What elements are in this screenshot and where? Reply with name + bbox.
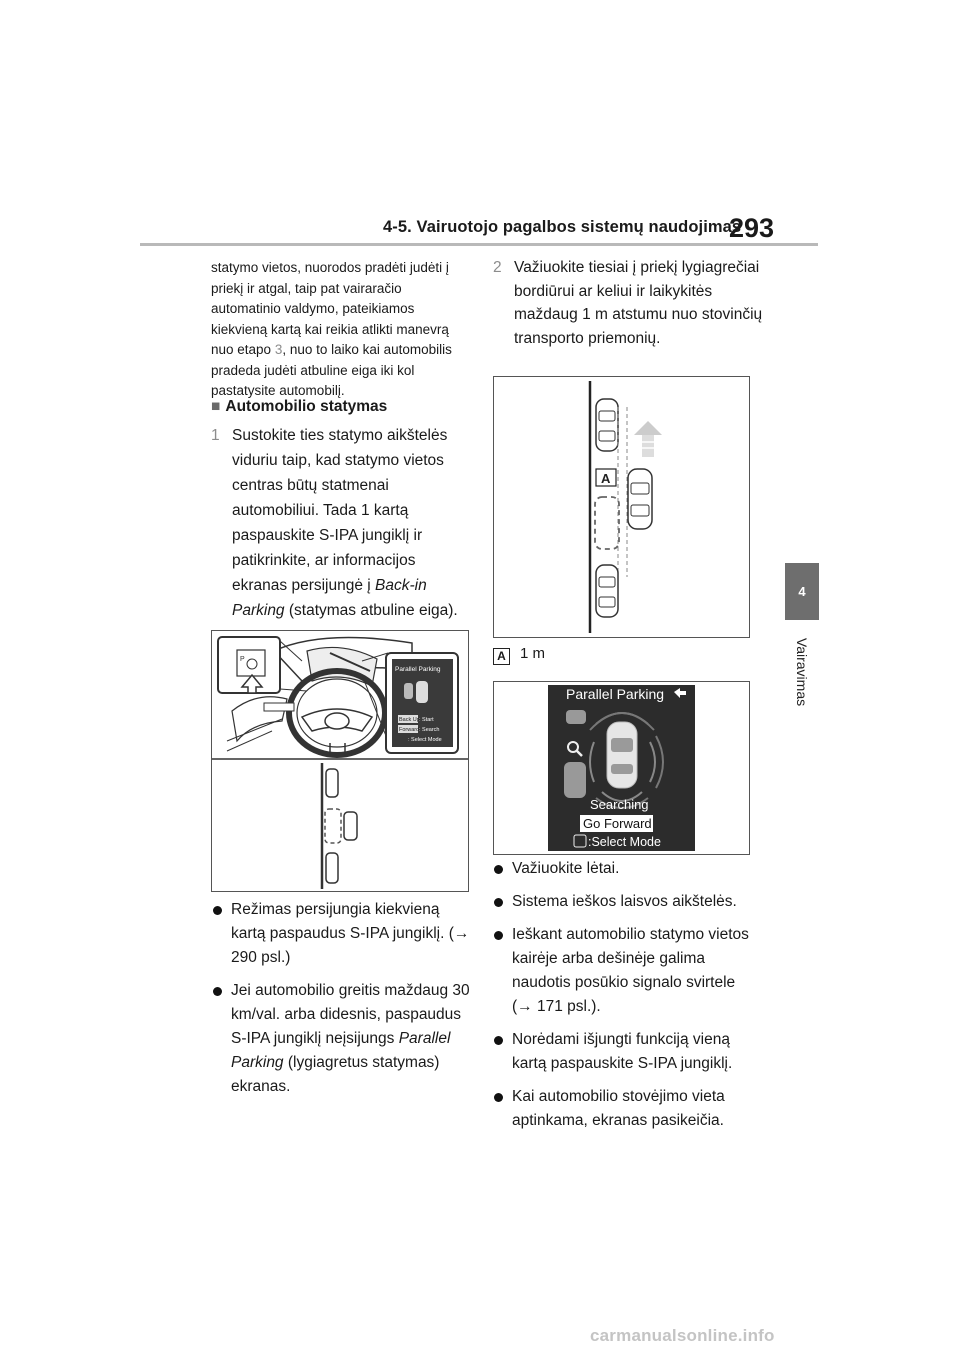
fig1-line2-text: : Search xyxy=(419,727,439,733)
right-bullet-list: Važiuokite lėtai. Sistema ieškos laisvos… xyxy=(493,857,755,1142)
chapter-tab-label-text: Vairavimas xyxy=(794,637,810,707)
fig1-line1-key: Back Up xyxy=(399,717,420,723)
header-divider xyxy=(140,243,818,246)
figure-searching-screen: Parallel Parking Searching Go Forward :S… xyxy=(493,681,750,855)
step-1-italic: Back-in Parking xyxy=(232,577,427,619)
fig2-label: A xyxy=(601,471,611,486)
bullet-text: Norėdami išjungti funkciją vieną kartą p… xyxy=(512,1031,733,1072)
fig1-line1-text: : Start xyxy=(419,717,434,723)
page-number: 293 xyxy=(729,213,775,243)
parallel-driving-illustration: A xyxy=(588,381,662,633)
bullet-dot xyxy=(213,987,222,996)
step-1: 1 Sustokite ties statymo aikštelės vidur… xyxy=(211,423,471,623)
dashboard-illustration: P Parallel Parking Back Up : Start Forwa… xyxy=(212,636,468,889)
step-1-text-after: (statymas atbuline eiga). xyxy=(284,602,458,619)
chapter-tab: 4 xyxy=(785,563,819,620)
bullet-text: Važiuokite lėtai. xyxy=(512,860,620,877)
bullet-item: Važiuokite lėtai. xyxy=(493,857,755,881)
bullet-item: Kai automobilio stovėjimo vieta aptinkam… xyxy=(493,1085,755,1133)
bullet-item: Ieškant automobilio statymo vietos kairė… xyxy=(493,923,755,1019)
step-1-text-before: Sustokite ties statymo aikštelės viduriu… xyxy=(232,427,448,594)
fig3-status: Searching xyxy=(590,797,649,812)
step-1-text: Sustokite ties statymo aikštelės viduriu… xyxy=(211,423,471,623)
step-2-number: 2 xyxy=(493,259,502,276)
legend-text: 1 m xyxy=(520,645,546,662)
bullet-dot xyxy=(494,898,503,907)
intro-text-after: , nuo to laiko kai automobilis pradeda j… xyxy=(211,342,452,398)
figure-dashboard-switch: P Parallel Parking Back Up : Start Forwa… xyxy=(211,630,469,892)
searching-screen-illustration: Parallel Parking Searching Go Forward :S… xyxy=(548,685,695,851)
fig1-line2-key: Forward xyxy=(399,727,419,733)
intro-text-before: statymo vietos, nuorodos pradėti judėti … xyxy=(211,260,449,357)
bullet-item: Jei automobilio greitis maždaug 30 km/va… xyxy=(212,979,474,1099)
intro-paragraph: statymo vietos, nuorodos pradėti judėti … xyxy=(211,258,473,402)
section-marker: ■ xyxy=(211,398,221,415)
bullet-text-before: Jei automobilio greitis maždaug 30 km/va… xyxy=(231,982,470,1047)
bullet-item: Norėdami išjungti funkciją vieną kartą p… xyxy=(493,1028,755,1076)
watermark-link[interactable]: carmanualsonline.info xyxy=(590,1326,775,1345)
bullet-item: Sistema ieškos laisvos aikštelės. xyxy=(493,890,755,914)
chapter-tab-label: Vairavimas xyxy=(780,632,824,712)
bullet-text: Sistema ieškos laisvos aikštelės. xyxy=(512,893,737,910)
figure-legend: A 1 m xyxy=(493,645,545,665)
bullet-dot xyxy=(494,1036,503,1045)
bullet-text: Kai automobilio stovėjimo vieta aptinkam… xyxy=(512,1088,725,1129)
section-title: Automobilio statymas xyxy=(225,398,388,415)
bullet-text-after: (lygiagretus statymas) ekranas. xyxy=(231,1054,440,1095)
bullet-text: Ieškant automobilio statymo vietos kairė… xyxy=(512,926,749,1015)
fig1-line3-text: : Select Mode xyxy=(408,737,442,743)
section-heading: ■Automobilio statymas xyxy=(211,398,387,416)
intro-step-ref: 3 xyxy=(274,342,283,357)
step-2-text: Važiuokite tiesiai į priekį lygiagrečiai… xyxy=(514,259,763,347)
bullet-italic: Parallel Parking xyxy=(231,1030,451,1071)
bullet-dot xyxy=(494,931,503,940)
legend-label: A xyxy=(493,648,510,665)
left-bullet-list: Režimas persijungia kiekvieną kartą pasp… xyxy=(212,898,474,1108)
section-header-title: 4-5. Vairuotojo pagalbos sistemų naudoji… xyxy=(383,218,742,236)
bullet-dot xyxy=(213,906,222,915)
fig1-screen-title: Parallel Parking xyxy=(395,666,441,673)
fig3-mode: :Select Mode xyxy=(588,835,661,849)
fig3-instruction: Go Forward xyxy=(583,816,652,831)
svg-text:P: P xyxy=(240,656,245,663)
step-2: 2 Važiuokite tiesiai į priekį lygiagreči… xyxy=(493,256,763,350)
bullet-text: Režimas persijungia kiekvieną kartą pasp… xyxy=(231,901,470,966)
step-1-number: 1 xyxy=(211,427,220,444)
figure-parallel-driving: A xyxy=(493,376,750,638)
bullet-item: Režimas persijungia kiekvieną kartą pasp… xyxy=(212,898,474,970)
bullet-dot xyxy=(494,865,503,874)
fig3-screen-title: Parallel Parking xyxy=(566,686,664,702)
bullet-dot xyxy=(494,1093,503,1102)
